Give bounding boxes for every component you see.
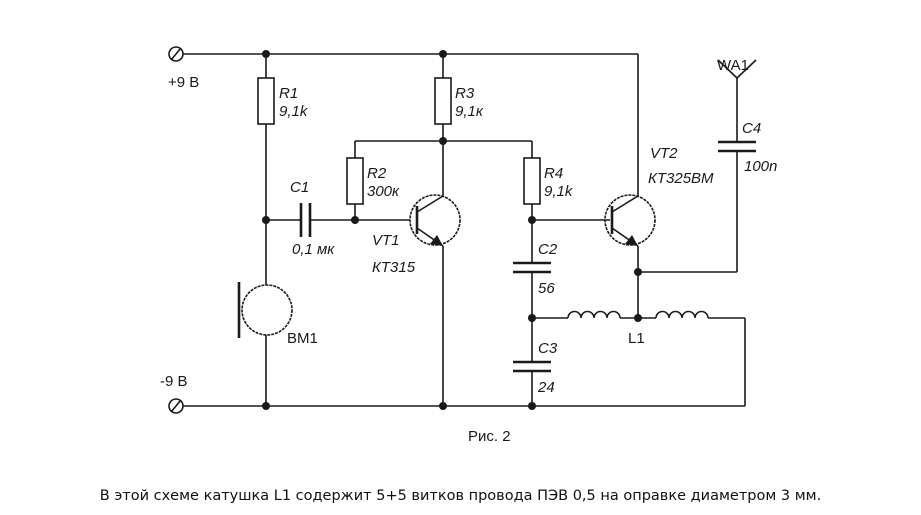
resistor-r1 xyxy=(257,77,275,125)
r2-value: 300к xyxy=(367,183,400,200)
wa1-ref: WA1 xyxy=(717,57,749,74)
inductor-l1 xyxy=(567,310,709,319)
vt1-ref: VT1 xyxy=(372,232,400,249)
capacitor-c1 xyxy=(299,203,312,237)
c3-ref: C3 xyxy=(538,340,558,357)
transistor-vt1 xyxy=(409,194,461,247)
c2-ref: C2 xyxy=(538,241,558,258)
junctions xyxy=(262,50,642,410)
label-negative-supply: -9 В xyxy=(160,373,188,390)
c4-value: 100n xyxy=(744,158,777,175)
circuit-schematic: +9 В -9 В R1 9,1k R2 300к R3 9,1к R4 9,1… xyxy=(160,46,777,445)
resistor-r3 xyxy=(434,77,452,125)
r2-ref: R2 xyxy=(367,165,387,182)
r1-value: 9,1k xyxy=(279,103,309,120)
c1-ref: C1 xyxy=(290,179,309,196)
vt2-value: КТ325ВМ xyxy=(648,170,714,187)
figure-caption: В этой схеме катушка L1 содержит 5+5 вит… xyxy=(99,488,822,504)
terminal-negative xyxy=(168,398,184,414)
bm1-ref: BM1 xyxy=(287,330,318,347)
figure-title: Рис. 2 xyxy=(468,428,511,445)
l1-ref: L1 xyxy=(628,330,645,347)
vt1-value: КТ315 xyxy=(372,259,416,276)
vt2-ref: VT2 xyxy=(650,145,678,162)
resistor-r4 xyxy=(523,157,541,205)
capacitor-c2 xyxy=(513,261,551,274)
r4-ref: R4 xyxy=(544,165,563,182)
capacitor-c4 xyxy=(718,140,756,153)
terminal-positive xyxy=(168,46,184,62)
capacitor-c3 xyxy=(513,360,551,373)
microphone-bm1 xyxy=(237,282,293,338)
c2-value: 56 xyxy=(538,280,555,297)
transistor-vt2 xyxy=(604,194,656,247)
label-positive-supply: +9 В xyxy=(168,74,199,91)
c1-value: 0,1 мк xyxy=(292,241,335,258)
r4-value: 9,1k xyxy=(544,183,574,200)
c3-value: 24 xyxy=(537,379,555,396)
antenna-icon xyxy=(717,59,757,79)
c4-ref: C4 xyxy=(742,120,761,137)
r3-value: 9,1к xyxy=(455,103,484,120)
r1-ref: R1 xyxy=(279,85,298,102)
resistor-r2 xyxy=(346,157,364,205)
r3-ref: R3 xyxy=(455,85,475,102)
